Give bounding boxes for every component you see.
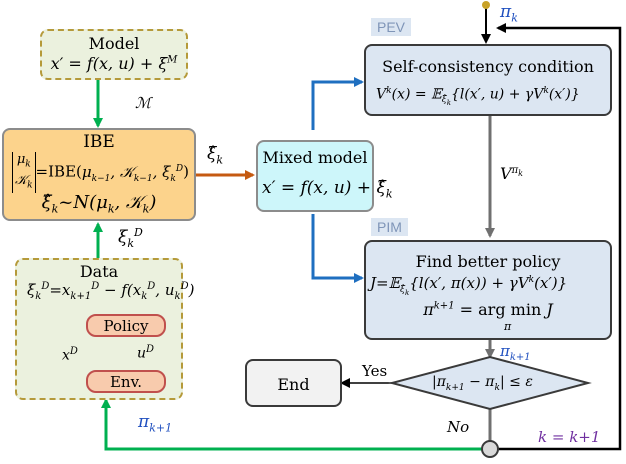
end-box: End [245, 359, 342, 407]
env-label: Env. [109, 373, 143, 391]
mixed-model-box: Mixed model x′ = f(x, u) + ξ̂k [256, 140, 393, 212]
mixed-title: Mixed model [262, 148, 368, 167]
ibe-to-mixed-label: ξ̂k [207, 144, 224, 167]
pi-k1-bottom-label: πk+1 [138, 412, 173, 435]
pim-objective: J=𝔼ξ̂k{l(x′, π(x)) + γVk(x′)} [370, 274, 568, 297]
v-pik-label: Vπk [500, 164, 523, 183]
pi-k1-mid-label: πk+1 [500, 342, 531, 363]
model-arrow-label: ℳ [135, 94, 152, 112]
pim-box: Find better policy J=𝔼ξ̂k{l(x′, π(x)) + … [364, 240, 612, 340]
data-arrow-label: ξkD [118, 226, 143, 251]
k-update-label: k = k+1 [538, 428, 601, 446]
pev-title: Self-consistency condition [382, 57, 594, 76]
policy-box: Policy [86, 314, 166, 337]
model-title: Model [88, 34, 140, 53]
mixed-equation: x′ = f(x, u) + ξ̂k [262, 178, 393, 201]
arrow-mixed-to-pim [311, 214, 364, 283]
pik-source-dot [482, 1, 490, 9]
policy-label: Policy [103, 317, 149, 335]
model-equation: x′ = f(x, u) + ξM [50, 54, 178, 73]
decision-diamond [388, 355, 592, 411]
pev-box: Self-consistency condition Vk(x) = 𝔼ξ̂k{… [364, 44, 612, 116]
data-title: Data [79, 262, 119, 281]
ud-label: uD [137, 344, 155, 362]
arrow-junction-to-data [101, 398, 482, 451]
end-label: End [277, 375, 310, 394]
model-box: Model x′ = f(x, u) + ξM [40, 29, 188, 80]
ibe-title: IBE [83, 132, 115, 152]
xd-label: xD [62, 346, 78, 364]
data-equation: ξkD=xk+1D − f(xkD, ukD) [27, 281, 195, 302]
arrow-mixed-to-pev [311, 77, 364, 130]
decision-yes-label: Yes [362, 362, 388, 380]
pi-k-top-label: πk [500, 2, 518, 25]
decision-condition: |πk+1 − πk| ≤ ε [432, 374, 533, 393]
pim-argmin: πk+1 = arg min J [423, 300, 553, 319]
loop-k-update [496, 23, 622, 451]
env-box: Env. [86, 370, 166, 393]
pev-tag: PEV [371, 18, 412, 36]
junction-circle [481, 440, 499, 458]
pim-argmin-sub: π [504, 320, 512, 333]
pim-title: Find better policy [415, 252, 561, 271]
decision-no-label: No [447, 418, 470, 436]
ibe-distribution: ξ̂k~N(μk, 𝒦k) [41, 192, 157, 216]
pev-equation: Vk(x) = 𝔼ξ̂k{l(x′, u) + γVk(x′)} [376, 86, 580, 108]
pim-tag: PIM [371, 218, 408, 236]
